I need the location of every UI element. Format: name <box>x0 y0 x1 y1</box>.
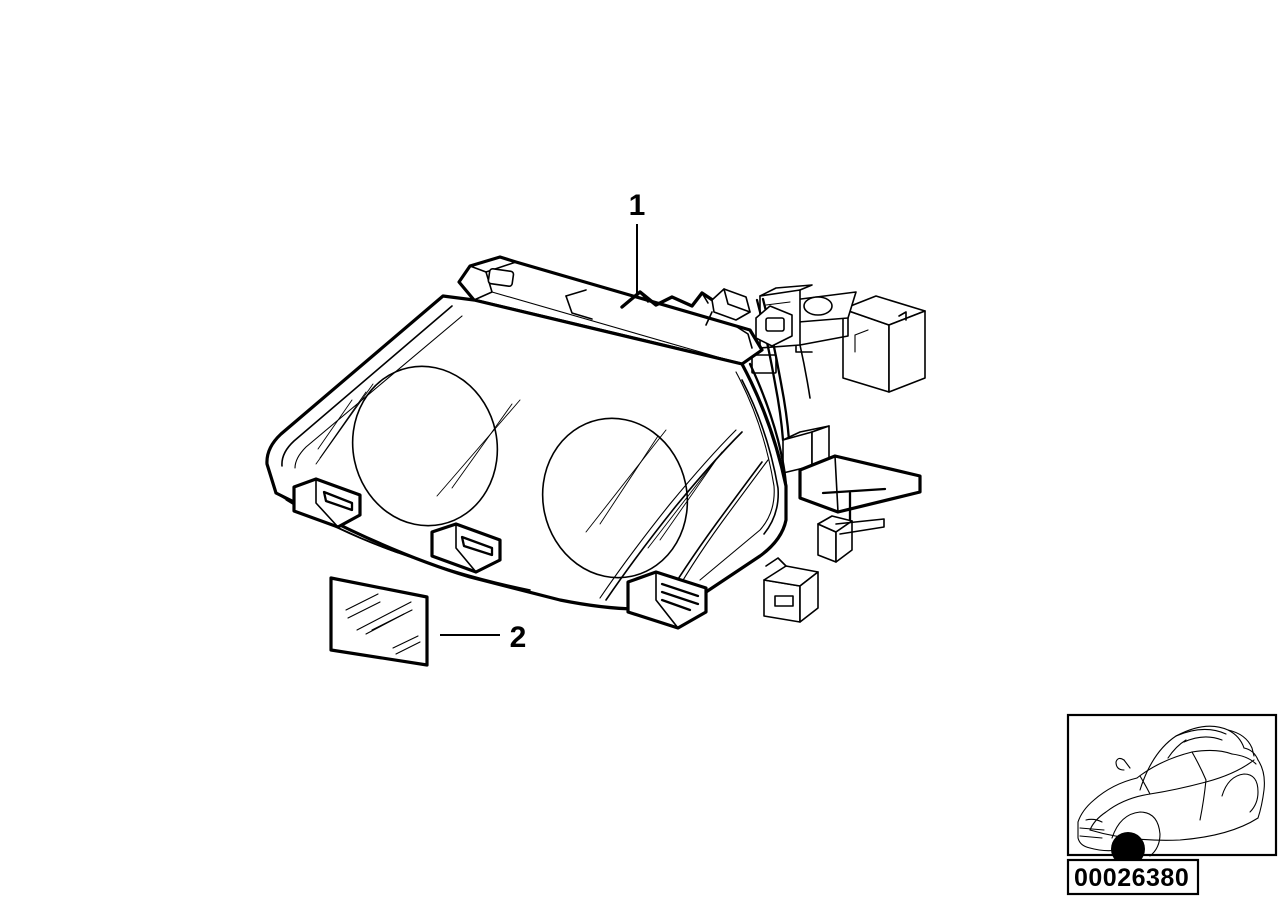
vehicle-locator-frame <box>1066 713 1278 857</box>
headlight-mounting-tabs <box>292 477 708 630</box>
diagram-id-number: 00026380 <box>1074 864 1189 892</box>
vehicle-silhouette <box>1077 725 1265 866</box>
vehicle-locator-thumbnail: 00026380 <box>1066 713 1278 896</box>
headlight-lens-body <box>265 294 788 611</box>
location-marker-dot <box>1111 832 1145 866</box>
callout-1-group: 1 <box>629 189 646 310</box>
left-reflector-circle <box>351 365 499 527</box>
right-reflector-circle <box>541 417 689 579</box>
callout-2-label: 2 <box>510 621 527 654</box>
headlight-rear-housing <box>751 284 926 623</box>
headlight-assembly <box>265 255 926 630</box>
lens-glass-panel <box>329 576 429 667</box>
callout-1-label: 1 <box>629 189 646 222</box>
callout-2-group: 2 <box>440 621 526 654</box>
diagram-id-box <box>1066 858 1200 896</box>
